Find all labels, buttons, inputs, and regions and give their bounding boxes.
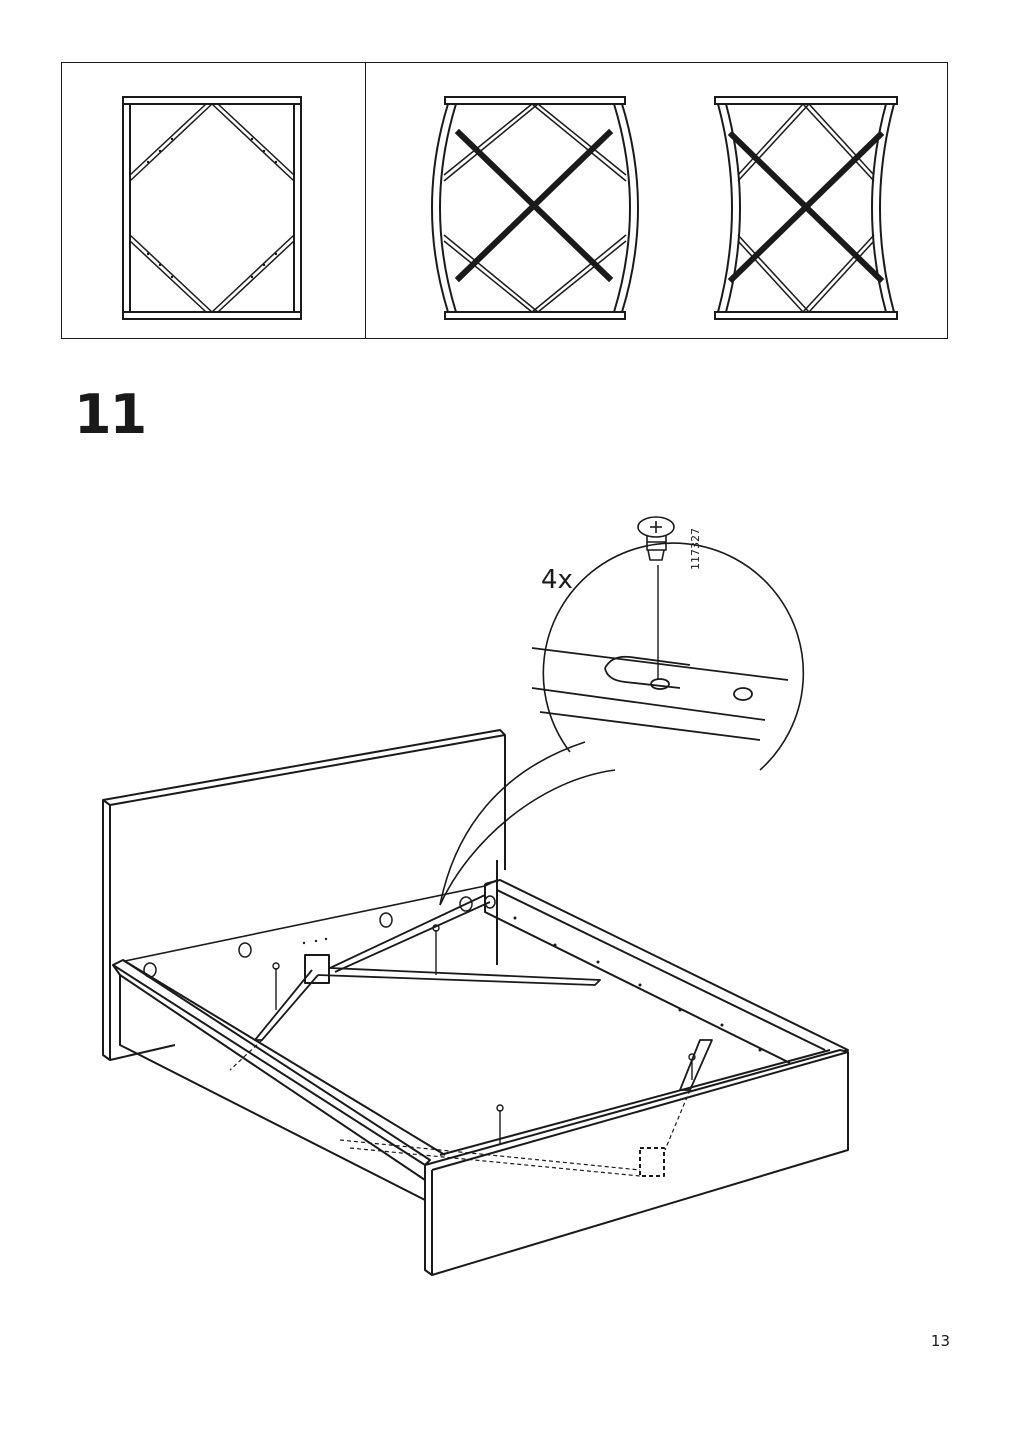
- headboard: [102, 729, 506, 1061]
- quantity-label: 4x: [541, 565, 573, 595]
- footboard: [424, 1049, 849, 1276]
- right-side-rail: [484, 879, 849, 1064]
- mount-bracket-hidden: [639, 1147, 665, 1177]
- correct-frame-panel: [61, 62, 366, 339]
- bed-frame-illustration: 4x 117327: [0, 480, 1012, 1300]
- screw-icon: [637, 516, 675, 561]
- screw-markers: [272, 924, 696, 1145]
- page-number: 13: [930, 1332, 950, 1350]
- left-side-rail: [112, 959, 446, 1201]
- hourglass-frame: [714, 96, 898, 320]
- barrel-frame-cross-icon: [454, 128, 614, 283]
- detail-circle: [542, 542, 805, 771]
- frame-bottom-rail: [122, 311, 302, 320]
- bed-frame-svg: 4x 117327: [102, 516, 849, 1276]
- barrel-frame: [431, 96, 639, 320]
- incorrect-frames-diagram: [431, 96, 898, 320]
- frame-top-rail: [122, 96, 302, 105]
- mount-bracket: [304, 954, 330, 984]
- hourglass-frame-cross-icon: [727, 130, 885, 284]
- square-frame-diagram: [122, 96, 302, 320]
- incorrect-frames-panel: [365, 62, 948, 339]
- step-number: 11: [74, 383, 147, 446]
- part-number-label: 117327: [689, 528, 702, 570]
- center-beam: [254, 894, 713, 1091]
